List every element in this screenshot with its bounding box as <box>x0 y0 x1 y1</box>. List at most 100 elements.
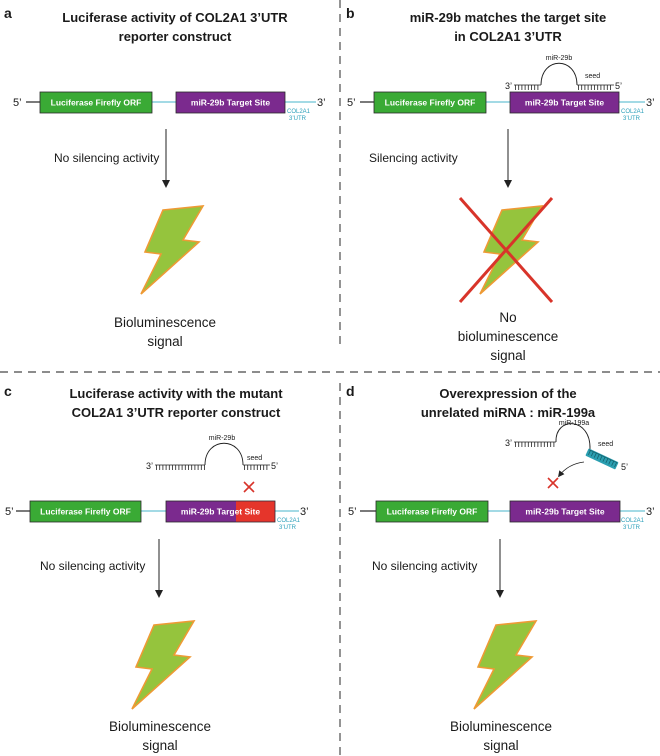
panel-d-mirna-name: miR-199a <box>559 420 589 427</box>
panel-d-seed-ticks <box>588 449 618 468</box>
panel-c-reporter-construct: 5’ Luciferase Firefly ORF miR-29b Target… <box>5 500 309 531</box>
panel-c-cross-stroke-2 <box>243 481 255 493</box>
panel-a-signal-line1: Bioluminescence <box>114 315 216 330</box>
panel-c-utr-label: COL2A1 3’UTR <box>277 518 301 531</box>
panel-a-luciferase-orf-box <box>39 91 153 114</box>
panel-b-no-signal-cross-icon <box>458 197 554 303</box>
panel-c-signal-line2: signal <box>142 738 177 753</box>
panel-d-no-binding-cross-icon <box>547 477 559 489</box>
panel-a-target-site-box <box>175 91 286 114</box>
panel-d-mirna-seed-region <box>585 448 619 470</box>
panel-b-title-line1: miR-29b matches the target site <box>410 10 607 25</box>
panel-c-5prime-label: 5’ <box>5 506 14 518</box>
panel-a-label: a <box>4 5 12 21</box>
panel-d-lightning-shape <box>473 620 538 710</box>
panel-b-cross-stroke-2 <box>458 197 554 303</box>
panel-a-signal-line2: signal <box>147 334 182 349</box>
panel-b-5prime-label: 5’ <box>347 97 356 109</box>
panel-d-label: d <box>346 383 355 399</box>
panel-d-utr-line2: 3’UTR <box>623 525 641 531</box>
panel-c-mirna-5prime-label: 5’ <box>271 461 278 471</box>
panel-b-reporter-construct: 5’ Luciferase Firefly ORF miR-29b Target… <box>347 91 655 122</box>
panel-d-binding-attempt-arrow <box>558 461 585 478</box>
panel-d-title-line1: Overexpression of the <box>439 386 576 401</box>
panel-b-signal-line3: signal <box>490 348 525 363</box>
panel-c-mirna-loop <box>204 442 244 466</box>
panel-c-mirna-seed-arm <box>243 464 270 470</box>
panel-c-mutant-site-region <box>236 501 275 522</box>
panel-d-mirna-seed-label: seed <box>598 441 613 448</box>
panel-c-signal-line1: Bioluminescence <box>109 719 211 734</box>
panel-a-lightning-icon <box>140 205 205 295</box>
panel-a-utr-line1: COL2A1 <box>287 109 311 115</box>
panel-a-title-line2: reporter construct <box>119 29 232 44</box>
panel-d-mirna-3prime-label: 3’ <box>505 438 512 448</box>
panel-d-5prime-label: 5’ <box>348 506 357 518</box>
panel-d-utr-label: COL2A1 3’UTR <box>621 518 645 531</box>
panel-d-activity-text: No silencing activity <box>372 559 477 573</box>
panel-b-utr-line1: COL2A1 <box>621 109 645 115</box>
panel-a-lightning-shape <box>140 205 205 295</box>
panel-d-mirna-5prime-label: 5’ <box>621 462 628 472</box>
panel-c-utr-line2: 3’UTR <box>279 525 297 531</box>
panel-b-title-line2: in COL2A1 3’UTR <box>454 29 562 44</box>
panel-d-mirna-3prime-arm <box>514 441 556 447</box>
panel-c-mirna-3prime-arm <box>155 464 205 470</box>
panel-a-3prime-label: 3’ <box>317 97 326 109</box>
panel-d-reporter-construct: 5’ Luciferase Firefly ORF miR-29b Target… <box>348 500 655 531</box>
panel-b-mirna-5prime-label: 5’ <box>615 81 622 91</box>
panel-b-utr-label: COL2A1 3’UTR <box>621 109 645 122</box>
panel-c-activity-text: No silencing activity <box>40 559 145 573</box>
panel-b-mirna-seed-label: seed <box>585 73 600 80</box>
panel-c-utr-line1: COL2A1 <box>277 518 301 524</box>
panel-c-mirna-seed-label: seed <box>247 455 262 462</box>
panel-d-signal-line2: signal <box>483 738 518 753</box>
panel-a-activity-text: No silencing activity <box>54 151 159 165</box>
panel-c-title-line1: Luciferase activity with the mutant <box>69 386 283 401</box>
panel-b-luciferase-orf-label: Luciferase Firefly ORF <box>385 98 476 108</box>
panel-c-no-binding-cross-icon <box>243 481 255 493</box>
panel-b-utr-line2: 3’UTR <box>623 116 641 122</box>
panel-d-cross-stroke-2 <box>547 477 559 489</box>
panel-d-luciferase-orf-box <box>375 500 489 523</box>
panel-b: b miR-29b matches the target site in COL… <box>346 5 655 363</box>
panel-b-mirna-seed-arm <box>577 84 614 90</box>
panel-a-utr-line2: 3’UTR <box>289 116 307 122</box>
panel-d-signal-line1: Bioluminescence <box>450 719 552 734</box>
panel-c-lightning-shape <box>131 620 196 710</box>
panel-d-target-site-box <box>509 500 621 523</box>
panel-d-mirna-loop <box>555 423 591 450</box>
panel-c-3prime-label: 3’ <box>300 506 309 518</box>
panel-b-signal-line1: No <box>499 310 516 325</box>
panel-c-label: c <box>4 383 12 399</box>
panel-c-mirna-name: miR-29b <box>209 435 236 442</box>
panel-d-seed-bar <box>585 448 619 470</box>
panel-b-3prime-label: 3’ <box>646 97 655 109</box>
panel-b-signal-line2: bioluminescence <box>458 329 559 344</box>
panel-c: c Luciferase activity with the mutant CO… <box>4 383 309 753</box>
panel-b-mirna-name: miR-29b <box>546 55 573 62</box>
panel-b-label: b <box>346 5 355 21</box>
panel-b-activity-text: Silencing activity <box>369 151 458 165</box>
panel-b-mirna-hairpin: 3’ 5’ miR-29b seed <box>505 55 622 91</box>
panel-c-mirna-3prime-label: 3’ <box>146 461 153 471</box>
panel-d: d Overexpression of the unrelated miRNA … <box>346 383 655 753</box>
panel-a-title-line1: Luciferase activity of COL2A1 3’UTR <box>62 10 288 25</box>
panel-d-mirna-hairpin: 3’ miR-199a seed 5’ <box>505 420 628 489</box>
panel-d-lightning-icon <box>473 620 538 710</box>
panel-a-target-site-label: miR-29b Target Site <box>191 98 270 108</box>
panel-a-reporter-construct: 5’ Luciferase Firefly ORF miR-29b Target… <box>13 91 326 122</box>
panel-a-luciferase-orf-label: Luciferase Firefly ORF <box>51 98 142 108</box>
panel-d-3prime-label: 3’ <box>646 506 655 518</box>
panel-c-luciferase-orf-label: Luciferase Firefly ORF <box>40 507 131 517</box>
panel-d-luciferase-orf-label: Luciferase Firefly ORF <box>387 507 478 517</box>
panel-d-target-site-label: miR-29b Target Site <box>525 507 604 517</box>
panel-d-utr-line1: COL2A1 <box>621 518 645 524</box>
panel-c-luciferase-orf-box <box>29 500 142 523</box>
panel-c-lightning-icon <box>131 620 196 710</box>
panel-a-5prime-label: 5’ <box>13 97 22 109</box>
panel-b-mirna-loop <box>540 62 578 86</box>
panel-b-target-site-label: miR-29b Target Site <box>525 98 604 108</box>
panel-c-target-site-label: miR-29b Target Site <box>181 507 260 517</box>
